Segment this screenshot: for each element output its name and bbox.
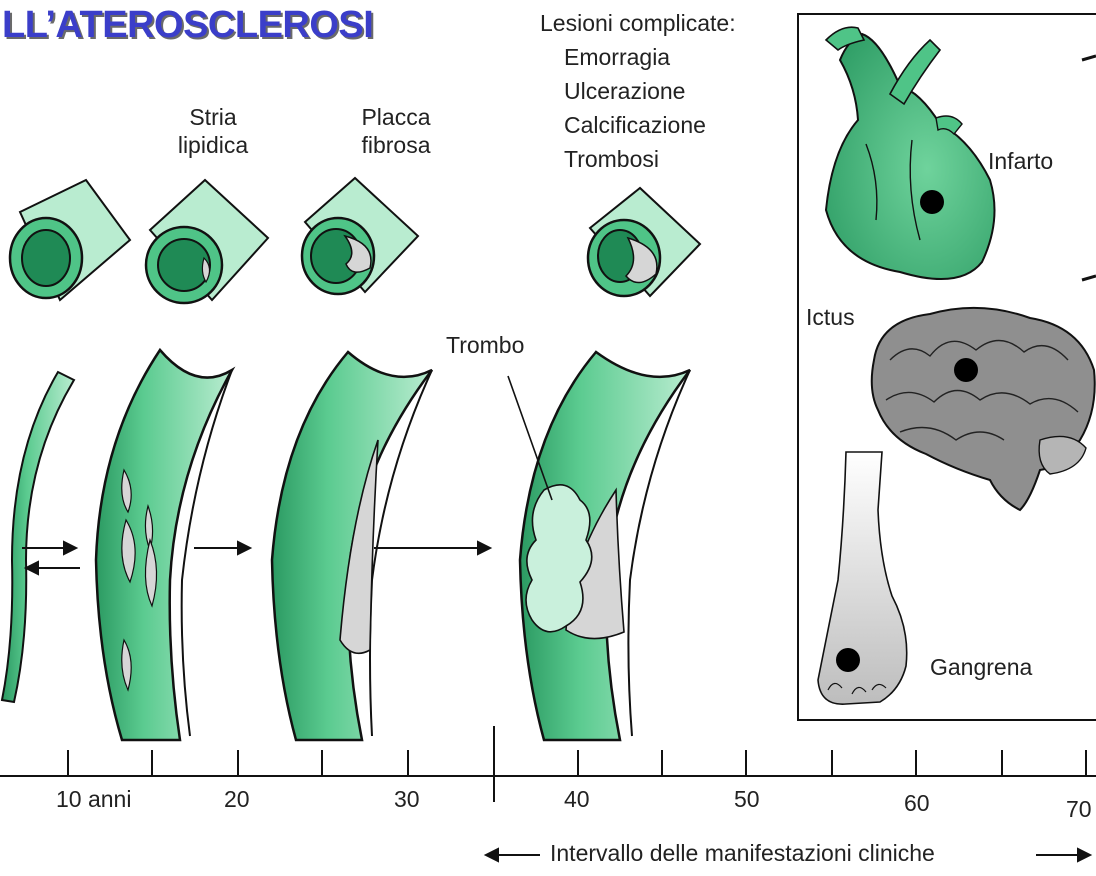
cross-section-stria: [146, 180, 268, 303]
foot-lesion-dot: [836, 648, 860, 672]
thrombus-label: Trombo: [446, 332, 524, 360]
timeline-tick-label: 70: [1066, 796, 1092, 823]
complicated-item: Ulcerazione: [564, 78, 685, 106]
page-title: LL’ATEROSCLEROSI: [2, 4, 373, 47]
stage-label-placca: Placca fibrosa: [346, 104, 446, 159]
stage-label-stria-line2: lipidica: [168, 132, 258, 160]
timeline-tick-label: 50: [734, 786, 760, 813]
vessel-complicata: [508, 352, 690, 740]
stage-label-stria: Stria lipidica: [168, 104, 258, 159]
complicated-item: Emorragia: [564, 44, 670, 72]
timeline-tick-label: 20: [224, 786, 250, 813]
timeline-tick-label: 60: [904, 790, 930, 817]
progression-arrows: [22, 542, 490, 574]
timeline-tick-label: 30: [394, 786, 420, 813]
heart-illustration: [826, 27, 995, 279]
outcome-heart-label: Infarto: [988, 148, 1053, 176]
vessel-stria: [96, 350, 232, 740]
outcome-brain-label: Ictus: [806, 304, 855, 332]
vessel-normal: [2, 372, 74, 702]
stage-label-placca-line1: Placca: [346, 104, 446, 132]
clinical-interval-label: Intervallo delle manifestazioni cliniche: [550, 840, 935, 868]
cross-section-complicata: [588, 188, 700, 296]
brain-illustration: [872, 308, 1095, 510]
cross-section-normal: [10, 180, 130, 300]
heart-lesion-dot: [920, 190, 944, 214]
outcome-foot-label: Gangrena: [930, 654, 1032, 682]
complicated-lesions-heading: Lesioni complicate:: [540, 10, 736, 38]
vessel-placca: [272, 352, 432, 740]
brain-lesion-dot: [954, 358, 978, 382]
cross-section-placca: [302, 178, 418, 294]
timeline-tick-label: 40: [564, 786, 590, 813]
stage-label-placca-line2: fibrosa: [346, 132, 446, 160]
timeline-tick-label: 10 anni: [56, 786, 131, 813]
foot-illustration: [818, 452, 907, 704]
complicated-item: Trombosi: [564, 146, 659, 174]
stage-label-stria-line1: Stria: [168, 104, 258, 132]
complicated-item: Calcificazione: [564, 112, 706, 140]
